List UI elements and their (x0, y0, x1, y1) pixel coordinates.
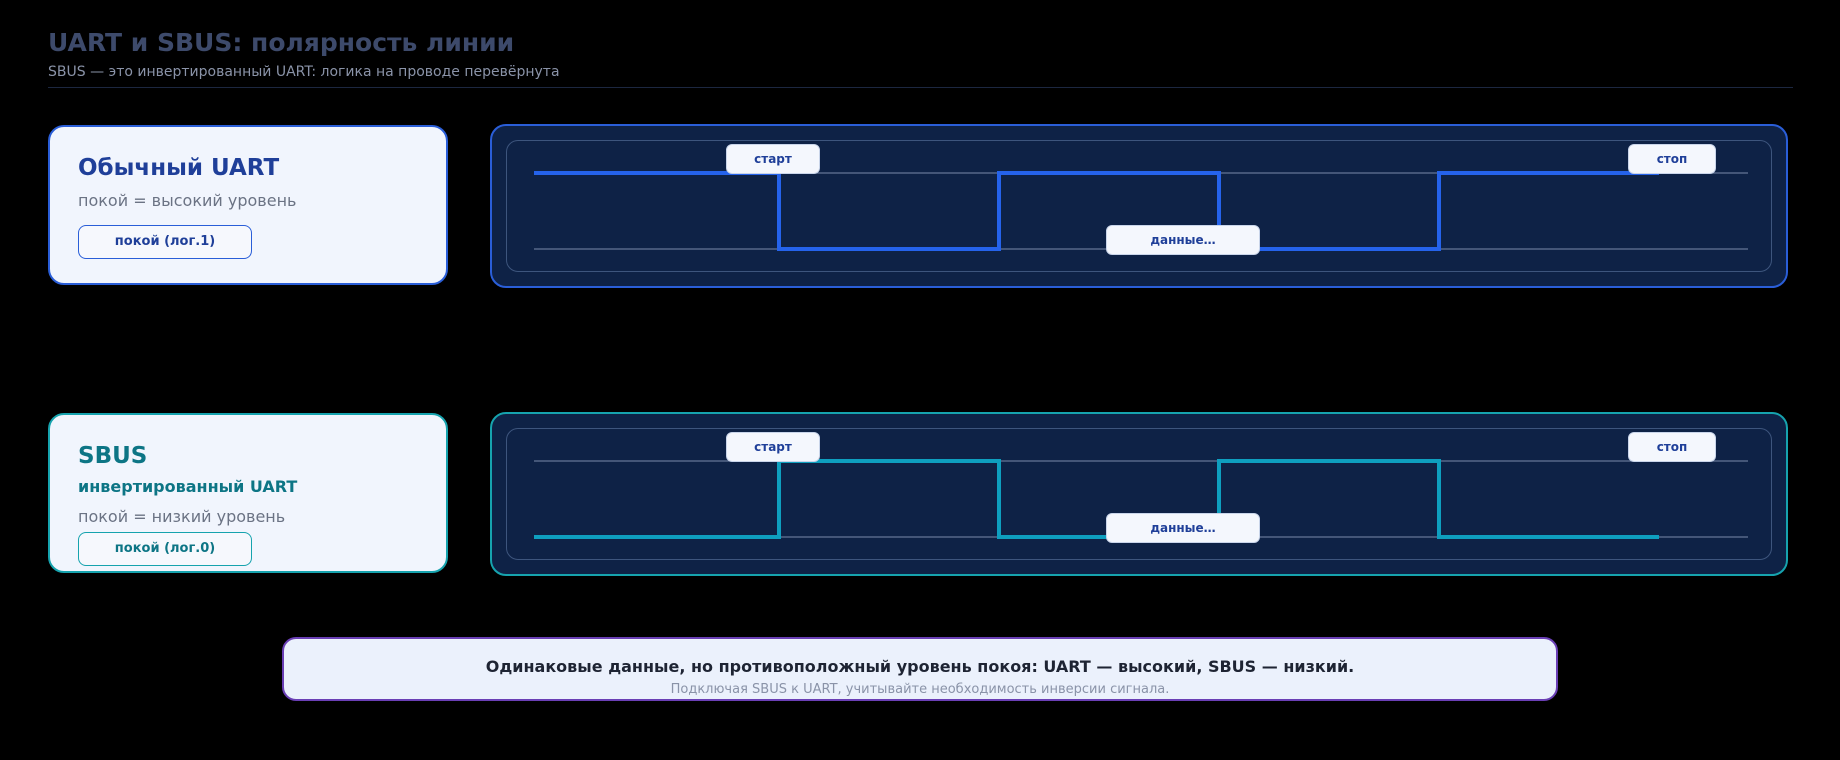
uart-card-title: Обычный UART (78, 155, 280, 181)
sbus-waveform (534, 459, 1748, 539)
sbus-signal-trace (534, 459, 1659, 539)
summary-hint-text: Подключая SBUS к UART, учитывайте необхо… (670, 682, 1170, 697)
uart-start-label: старт (726, 144, 820, 174)
uart-idle-badge: покой (лог.1) (78, 225, 252, 259)
sbus-card-title: SBUS (78, 443, 148, 469)
sbus-waveform-panel: старт данные… стоп (490, 412, 1788, 576)
uart-data-label: данные… (1106, 225, 1260, 255)
summary-note: Одинаковые данные, но противоположный ур… (282, 637, 1558, 701)
uart-stop-label: стоп (1628, 144, 1716, 174)
sbus-stop-label: стоп (1628, 432, 1716, 462)
header-divider (48, 87, 1793, 88)
page-title: UART и SBUS: полярность линии (48, 28, 515, 57)
sbus-info-card: SBUS инвертированный UART покой = низкий… (48, 413, 448, 573)
page-subtitle: SBUS — это инвертированный UART: логика … (48, 64, 560, 80)
sbus-idle-badge: покой (лог.0) (78, 532, 252, 566)
sbus-waveform-frame (506, 428, 1772, 560)
uart-waveform (534, 171, 1748, 251)
sbus-data-label: данные… (1106, 513, 1260, 543)
summary-main-text: Одинаковые данные, но противоположный ур… (485, 657, 1355, 676)
uart-waveform-frame (506, 140, 1772, 272)
uart-idle-text: покой = высокий уровень (78, 191, 297, 210)
uart-info-card: Обычный UART покой = высокий уровень пок… (48, 125, 448, 285)
uart-waveform-panel: старт данные… стоп (490, 124, 1788, 288)
sbus-start-label: старт (726, 432, 820, 462)
sbus-idle-text: покой = низкий уровень (78, 507, 286, 526)
uart-signal-trace (534, 171, 1659, 251)
sbus-card-subtitle: инвертированный UART (78, 477, 298, 496)
